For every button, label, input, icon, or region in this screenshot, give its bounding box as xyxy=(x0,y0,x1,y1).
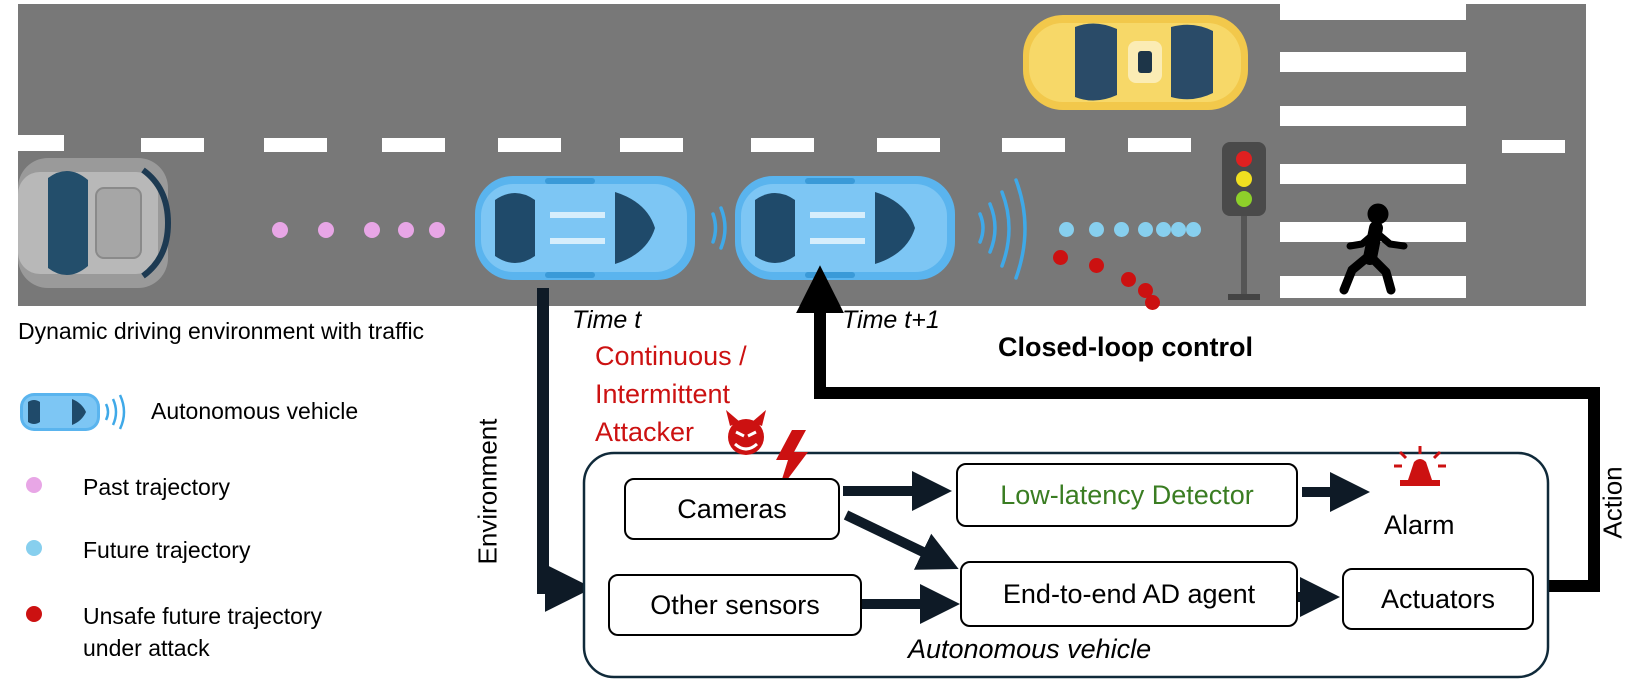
autonomous-vehicle-t xyxy=(475,176,695,280)
container-label: Autonomous vehicle xyxy=(908,634,1152,664)
legend-av-icon xyxy=(20,393,126,431)
autonomous-vehicle-t1 xyxy=(735,176,955,280)
legend-unsafe-dot xyxy=(26,606,42,622)
arrow-cameras-agent xyxy=(843,510,959,570)
environment-arrow xyxy=(537,288,593,612)
future-trajectory-dot xyxy=(1155,221,1171,237)
actuators-box: Actuators xyxy=(1342,568,1534,630)
crosswalk xyxy=(1280,4,1466,298)
future-trajectory-dot xyxy=(1137,221,1153,237)
legend-av-label: Autonomous vehicle xyxy=(151,398,359,424)
legend-past-dot xyxy=(26,477,42,493)
attacker-line-1: Continuous / xyxy=(595,341,747,371)
attacker-line-3: Attacker xyxy=(595,417,695,447)
future-trajectory-dot xyxy=(1170,221,1186,237)
past-trajectory-dot xyxy=(398,222,414,238)
unsafe-trajectory-dot xyxy=(1052,249,1068,265)
ad-agent-box: End-to-end AD agent xyxy=(960,561,1298,627)
devil-icon xyxy=(726,410,766,455)
signal-waves-t1 xyxy=(978,178,1027,280)
legend-past-label: Past trajectory xyxy=(83,474,230,500)
action-label: Action xyxy=(1597,466,1628,539)
alarm-label: Alarm xyxy=(1384,510,1455,540)
attacker-line-2: Intermittent xyxy=(595,379,731,409)
future-trajectory-dot xyxy=(1113,221,1129,237)
alarm-icon xyxy=(1394,446,1446,486)
action-feedback-arrow xyxy=(796,265,1600,592)
traffic-light xyxy=(1222,142,1266,300)
signal-waves-t xyxy=(711,206,727,250)
past-trajectory-dot xyxy=(429,222,445,238)
future-trajectory-dot xyxy=(1185,221,1201,237)
lane-dashes xyxy=(18,135,1565,153)
time-t-label: Time t xyxy=(572,306,642,334)
unsafe-trajectory-dot xyxy=(1120,271,1136,287)
legend-unsafe-label-2: under attack xyxy=(83,635,210,661)
unsafe-trajectory-dot xyxy=(1144,294,1160,310)
scene-caption: Dynamic driving environment with traffic xyxy=(18,318,425,344)
detector-box: Low-latency Detector xyxy=(956,463,1298,527)
environment-label: Environment xyxy=(472,418,503,565)
time-t1-label: Time t+1 xyxy=(842,306,940,334)
unsafe-trajectory-dot xyxy=(1088,257,1104,273)
unsafe-trajectory-dot xyxy=(1137,282,1153,298)
past-trajectory-dot xyxy=(364,222,380,238)
cameras-box: Cameras xyxy=(624,478,840,540)
past-trajectory-dot xyxy=(318,222,334,238)
taxi-car xyxy=(1023,15,1248,110)
future-trajectory-dot xyxy=(1058,221,1074,237)
other-sensors-box: Other sensors xyxy=(608,574,862,636)
legend-unsafe-label: Unsafe future trajectory xyxy=(83,603,323,629)
pedestrian xyxy=(1339,203,1408,295)
closed-loop-label: Closed-loop control xyxy=(998,332,1253,362)
future-trajectory-dot xyxy=(1088,221,1104,237)
lightning-bolt-icon xyxy=(776,430,808,492)
grey-car xyxy=(18,158,172,288)
legend-future-label: Future trajectory xyxy=(83,537,251,563)
past-trajectory-dot xyxy=(272,222,288,238)
legend-future-dot xyxy=(26,540,42,556)
